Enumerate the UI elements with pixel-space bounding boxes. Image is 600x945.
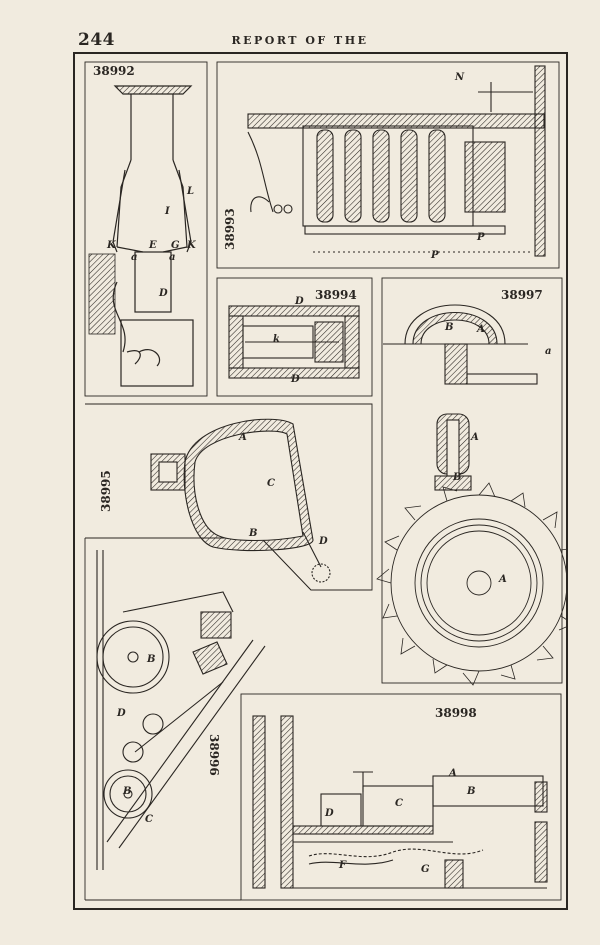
ref-letter: D	[159, 288, 168, 299]
figure-number-38992: 38992	[93, 64, 135, 78]
ref-letter: D	[319, 536, 328, 547]
ref-letter: B	[123, 786, 132, 797]
figure-number-38998: 38998	[435, 706, 477, 720]
ref-letter: C	[145, 814, 153, 825]
ref-letter: P	[431, 250, 439, 261]
ref-letter: G	[171, 240, 180, 251]
patent-plate: 38992 38994 38997 38998 38993 38995 3899…	[73, 52, 568, 910]
running-head: REPORT OF THE	[231, 34, 369, 47]
figure-number-38996: 38996	[207, 734, 221, 776]
ref-letter: K	[107, 240, 116, 251]
ref-letter: D	[117, 708, 126, 719]
ref-letter: C	[267, 478, 275, 489]
figure-38998-drawing	[252, 715, 548, 889]
ref-letter: k	[273, 334, 280, 345]
ref-letter: F	[339, 860, 347, 871]
ref-letter: I	[165, 206, 170, 217]
figure-38996-drawing	[96, 550, 266, 870]
figure-number-38995: 38995	[99, 470, 113, 512]
ref-letter: B	[147, 654, 156, 665]
figure-38993-drawing	[247, 65, 546, 257]
page-number: 244	[78, 30, 115, 50]
ref-letter: B	[467, 786, 476, 797]
ref-letter: B	[445, 322, 454, 333]
figure-number-38994: 38994	[315, 288, 357, 302]
ref-letter: A	[471, 432, 479, 443]
ref-letter: B	[453, 472, 462, 483]
ref-letter: a	[131, 252, 138, 263]
ref-letter: G	[421, 864, 430, 875]
ref-letter: B	[249, 528, 258, 539]
figure-38992-drawing	[88, 85, 194, 387]
ref-letter: D	[291, 374, 300, 385]
ref-letter: a	[169, 252, 176, 263]
ref-letter: D	[325, 808, 334, 819]
ref-letter: A	[477, 324, 485, 335]
ref-letter: a	[545, 346, 552, 357]
ref-letter: A	[499, 574, 507, 585]
figure-number-38997: 38997	[501, 288, 543, 302]
ref-letter: A	[239, 432, 247, 443]
ref-letter: P	[477, 232, 485, 243]
ref-letter: N	[455, 72, 465, 83]
ref-letter: E	[149, 240, 157, 251]
ref-letter: C	[395, 798, 403, 809]
figure-38995-drawing	[150, 418, 331, 583]
plate-drawing	[73, 52, 568, 910]
ref-letter: L	[187, 186, 195, 197]
figure-38997-drawing	[376, 304, 568, 686]
ref-letter: K	[187, 240, 196, 251]
figure-number-38993: 38993	[223, 208, 237, 250]
figure-38994-drawing	[228, 305, 360, 379]
ref-letter: A	[449, 768, 457, 779]
ref-letter: D	[295, 296, 304, 307]
